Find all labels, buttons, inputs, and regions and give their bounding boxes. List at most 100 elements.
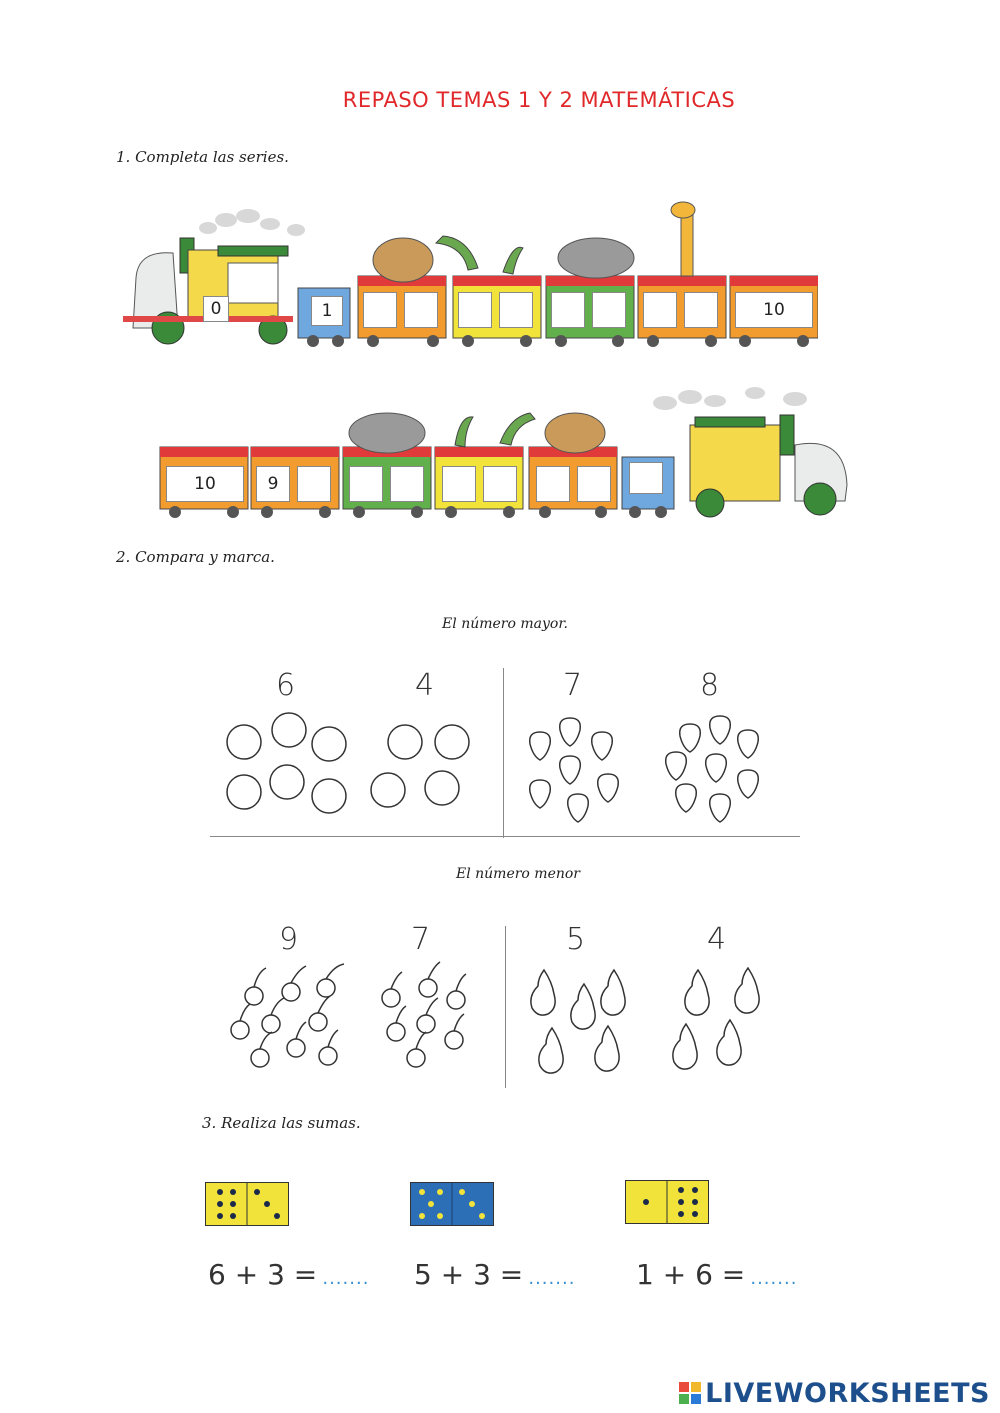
strawberry-icon <box>558 717 582 747</box>
menor-label: El número menor <box>455 866 580 882</box>
series2-blank-6[interactable] <box>536 466 570 502</box>
series1-blank-2[interactable] <box>404 292 438 328</box>
sum-3-answer[interactable]: ....... <box>750 1268 798 1289</box>
cherry-icon <box>244 967 267 1006</box>
sum-2-expression: 5 + 3 = <box>414 1258 524 1291</box>
elephant-icon <box>557 237 635 279</box>
sum-1: 6 + 3 = ....... <box>208 1258 369 1291</box>
page-title: REPASO TEMAS 1 Y 2 MATEMÁTICAS <box>342 88 736 112</box>
pear-icon <box>530 968 556 1016</box>
divider-horizontal <box>210 836 800 837</box>
series1-blank-7[interactable] <box>643 292 677 328</box>
cherry-icon <box>416 997 439 1034</box>
section2-instruction: 2. Compara y marca. <box>116 548 275 566</box>
orange-icon <box>424 770 460 806</box>
strawberry-icon <box>736 729 760 759</box>
strawberry-icon <box>566 793 590 823</box>
mayor-number-2[interactable]: 4 <box>415 668 435 703</box>
crocodile-icon <box>454 416 474 448</box>
locomotive-icon <box>689 414 848 518</box>
cherry-icon <box>381 971 403 1008</box>
section1-instruction: 1. Completa las series. <box>116 148 289 166</box>
domino-1 <box>205 1182 289 1226</box>
strawberry-icon <box>596 773 620 803</box>
series2-box-1: 10 <box>166 466 244 502</box>
series2-blank-2[interactable] <box>349 466 383 502</box>
strawberry-icon <box>674 783 698 813</box>
orange-icon <box>434 724 470 760</box>
mayor-number-4[interactable]: 8 <box>700 668 720 703</box>
series1-blank-5[interactable] <box>551 292 585 328</box>
strawberry-icon <box>528 779 552 809</box>
cherry-icon <box>406 1031 427 1068</box>
menor-number-1[interactable]: 9 <box>279 922 299 957</box>
mayor-label: El número mayor. <box>442 616 568 632</box>
locomotive-icon <box>123 237 293 345</box>
bear-icon <box>544 412 606 454</box>
liveworksheets-logo[interactable]: LIVEWORKSHEETS <box>679 1378 990 1409</box>
orange-icon <box>311 726 347 762</box>
sum-3: 1 + 6 = ....... <box>636 1258 797 1291</box>
strawberry-icon <box>704 753 728 783</box>
cherry-icon <box>230 1003 251 1040</box>
series1-blank-8[interactable] <box>684 292 718 328</box>
domino-3 <box>625 1180 709 1224</box>
bear-icon <box>372 237 434 283</box>
strawberry-icon <box>558 755 582 785</box>
series2-blank-1[interactable] <box>297 466 331 502</box>
strawberries-group <box>528 715 760 823</box>
series2-blank-7[interactable] <box>577 466 611 502</box>
orange-icon <box>271 712 307 748</box>
orange-icon <box>387 724 423 760</box>
mayor-number-1[interactable]: 6 <box>276 668 296 703</box>
cherry-icon <box>318 1029 339 1066</box>
series2-blank-4[interactable] <box>442 466 476 502</box>
strawberry-icon <box>708 793 732 823</box>
strawberry-icon <box>664 751 688 781</box>
strawberry-icon <box>528 731 552 761</box>
strawberry-icon <box>736 769 760 799</box>
pear-icon <box>600 968 626 1016</box>
pear-icon <box>570 982 596 1030</box>
orange-icon <box>311 778 347 814</box>
strawberry-icon <box>708 715 732 745</box>
series1-box-end: 10 <box>735 292 813 328</box>
cherry-icon <box>446 973 467 1010</box>
menor-number-4[interactable]: 4 <box>707 922 727 957</box>
pear-icon <box>716 1018 742 1066</box>
smoke-icon <box>199 209 305 236</box>
menor-number-3[interactable]: 5 <box>566 922 586 957</box>
sum-1-expression: 6 + 3 = <box>208 1258 318 1291</box>
cherry-icon <box>250 1031 273 1068</box>
smoke-icon <box>653 387 807 410</box>
series1-box-2: 1 <box>311 296 343 326</box>
menor-number-2[interactable]: 7 <box>411 922 431 957</box>
brand-name: LIVEWORKSHEETS <box>705 1378 990 1409</box>
series2-blank-5[interactable] <box>483 466 517 502</box>
cherry-icon <box>286 1021 307 1058</box>
orange-icon <box>269 764 305 800</box>
orange-icon <box>370 772 406 808</box>
series1-blank-1[interactable] <box>363 292 397 328</box>
crocodile-icon <box>434 235 479 271</box>
pears-group <box>530 966 760 1074</box>
sum-2-answer[interactable]: ....... <box>528 1268 576 1289</box>
cherry-icon <box>386 1005 407 1042</box>
section3-instruction: 3. Realiza las sumas. <box>202 1114 361 1132</box>
train-illustration-2 <box>159 387 848 518</box>
mayor-number-3[interactable]: 7 <box>563 668 583 703</box>
orange-icon <box>226 774 262 810</box>
pear-icon <box>672 1022 698 1070</box>
sum-1-answer[interactable]: ....... <box>322 1268 370 1289</box>
series1-blank-6[interactable] <box>592 292 626 328</box>
series1-blank-4[interactable] <box>499 292 533 328</box>
orange-icon <box>226 724 262 760</box>
train-illustration-1 <box>123 201 818 347</box>
pear-icon <box>538 1026 564 1074</box>
series2-blank-8[interactable] <box>629 462 663 494</box>
cherry-icon <box>444 1013 465 1050</box>
series1-blank-3[interactable] <box>458 292 492 328</box>
sum-3-expression: 1 + 6 = <box>636 1258 746 1291</box>
series2-blank-3[interactable] <box>390 466 424 502</box>
cherry-icon <box>281 965 307 1002</box>
